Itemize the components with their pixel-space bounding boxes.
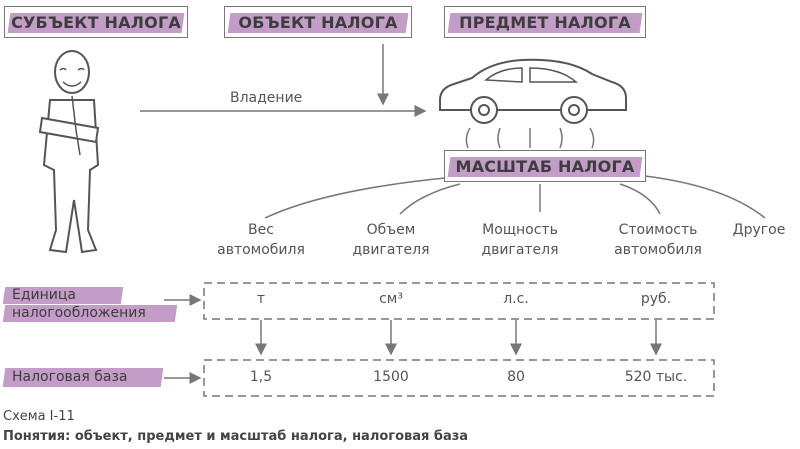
subject-label: СУБЪЕКТ НАЛОГА [11, 13, 181, 32]
unit-row-label: Единица налогообложения [2, 286, 184, 322]
car-icon [439, 58, 627, 124]
category-other: Другое [732, 222, 786, 238]
category-car-value: Стоимость автомобиля [614, 222, 702, 258]
scale-box: МАСШТАБ НАЛОГА [444, 150, 646, 182]
subject-box: СУБЪЕКТ НАЛОГА [4, 6, 188, 38]
object-box: ОБЪЕКТ НАЛОГА [224, 6, 412, 38]
scheme-number: Схема I-11 [3, 409, 75, 424]
category-engine-volume: Объем двигателя [352, 222, 430, 258]
scheme-title: Понятия: объект, предмет и масштаб налог… [3, 429, 469, 444]
unit-cell: л.с. [503, 291, 529, 307]
scale-label: МАСШТАБ НАЛОГА [455, 157, 635, 176]
base-cell: 1500 [373, 369, 409, 385]
base-cell: 520 тыс. [624, 369, 688, 385]
base-row-label: Налоговая база [2, 368, 164, 387]
base-cell: 1,5 [249, 369, 273, 385]
unit-cell: руб. [640, 291, 672, 307]
base-cell: 80 [507, 369, 525, 385]
unit-cell: т [256, 291, 266, 307]
item-label: ПРЕДМЕТ НАЛОГА [459, 13, 631, 32]
person-figure-icon [38, 50, 100, 254]
unit-cell: см³ [379, 291, 403, 307]
object-label: ОБЪЕКТ НАЛОГА [238, 13, 398, 32]
ownership-label: Владение [230, 90, 303, 106]
category-weight: Вес автомобиля [217, 222, 305, 258]
category-engine-power: Мощность двигателя [481, 222, 559, 258]
item-box: ПРЕДМЕТ НАЛОГА [444, 6, 646, 38]
